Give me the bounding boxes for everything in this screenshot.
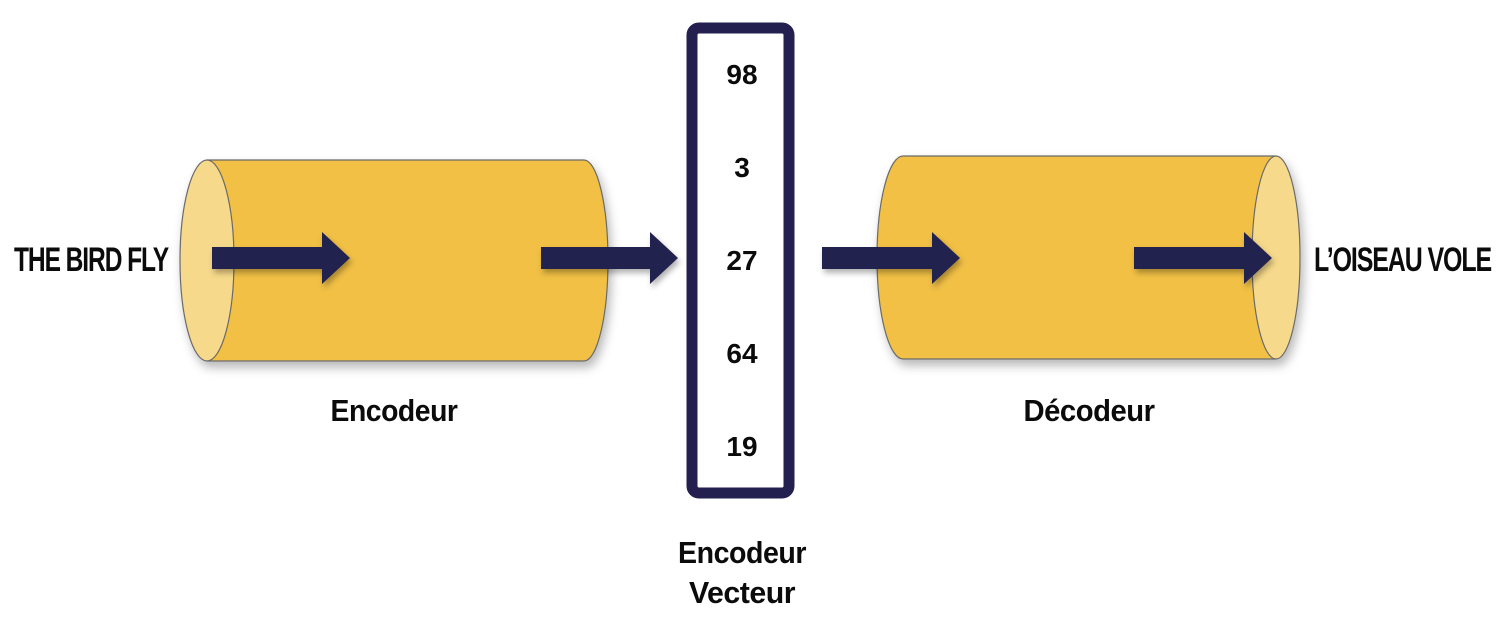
vector-value: 19 [726, 431, 757, 462]
vector-values: 98 3 27 64 19 [726, 59, 758, 462]
arrow-input-icon [212, 232, 350, 284]
output-text-label: L’OISEAU VOLE [1314, 241, 1492, 279]
encoder-label: Encodeur [331, 393, 458, 428]
vector-label-line1: Encodeur [678, 535, 806, 570]
decoder-label: Décodeur [1024, 393, 1155, 428]
arrows [212, 232, 1272, 284]
arrow-vector-to-decoder-icon [822, 232, 960, 284]
vector-value: 27 [726, 245, 757, 276]
vector-value: 64 [726, 338, 758, 369]
arrow-output-icon [1134, 232, 1272, 284]
encoder-vector-box [686, 22, 795, 499]
vector-value: 98 [726, 59, 757, 90]
vector-label-line2: Vecteur [689, 575, 795, 610]
vector-value: 3 [734, 152, 750, 183]
input-text-label: THE BIRD FLY [14, 241, 169, 279]
arrow-encoder-to-vector-icon [541, 232, 678, 284]
